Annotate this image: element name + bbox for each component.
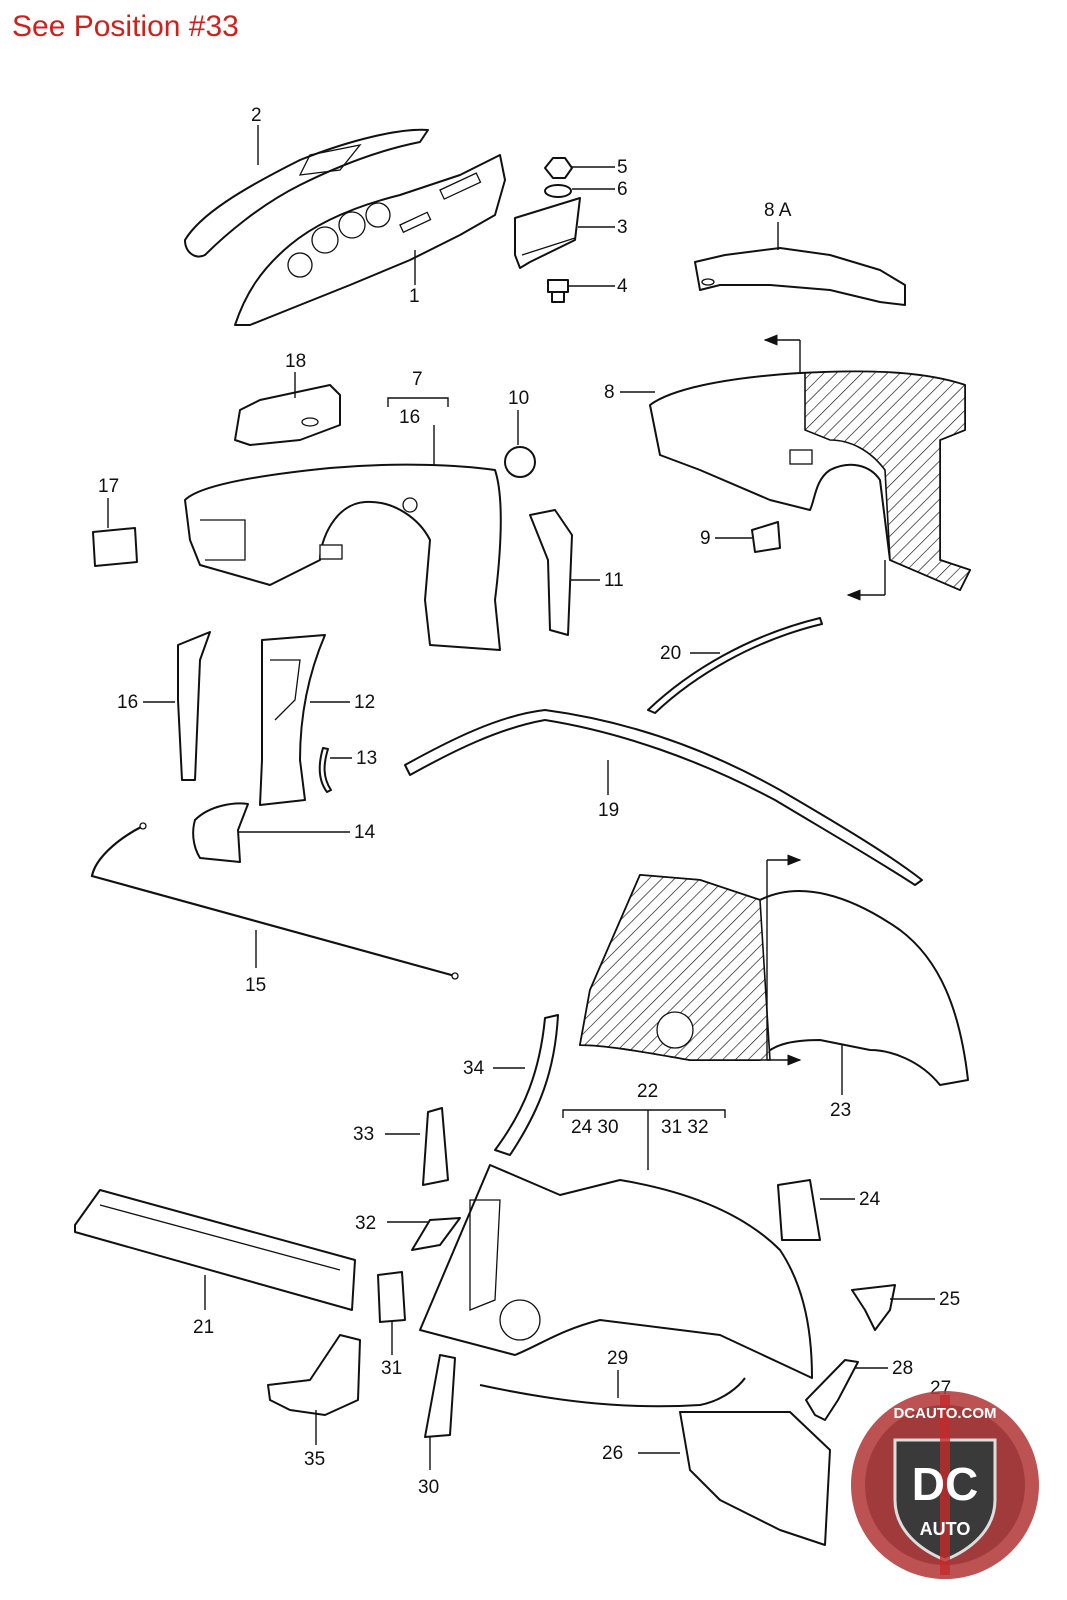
part-31-bracket [377, 1271, 406, 1323]
part-17-plate [92, 527, 138, 567]
part-14-cover [192, 802, 249, 863]
label-31: 31 [381, 1358, 402, 1379]
label-14: 14 [354, 822, 376, 843]
label-15: 15 [245, 975, 266, 996]
label-11: 11 [604, 570, 624, 591]
label-35: 35 [304, 1449, 325, 1470]
label-29: 29 [607, 1348, 628, 1369]
label-4: 4 [617, 276, 628, 297]
label-16-left: 16 [117, 692, 138, 713]
label-22-sub-a: 24 30 [571, 1117, 619, 1138]
part-22-rear-wheel-housing [419, 1164, 813, 1379]
label-13: 13 [356, 748, 377, 769]
label-3: 3 [617, 217, 628, 238]
part-20-strip [647, 617, 823, 714]
part-18-bracket [234, 384, 341, 446]
part-4-bolt [547, 279, 569, 303]
part-35-bracket [267, 1334, 361, 1416]
part-8a-crossmember [694, 247, 906, 306]
part-9-clip [751, 521, 781, 553]
watermark-initials: DC [912, 1458, 978, 1510]
label-19: 19 [598, 800, 619, 821]
part-15-cable [90, 822, 459, 980]
label-33: 33 [353, 1124, 374, 1145]
part-21-rocker-panel [74, 1189, 356, 1311]
dcauto-watermark-logo: DCAUTO.COM DC AUTO [851, 1391, 1039, 1579]
label-8a: 8 A [764, 200, 792, 221]
part-16-inner-wheel-housing [184, 463, 502, 651]
part-1-instrument-panel [234, 154, 506, 326]
part-11-brace [529, 509, 573, 636]
label-18: 18 [285, 351, 306, 372]
label-12: 12 [354, 692, 375, 713]
see-position-note: See Position #33 [12, 10, 239, 43]
label-22-sub-b: 31 32 [661, 1117, 709, 1138]
part-29-cable [479, 1377, 746, 1408]
part-23-rear-quarter-panel [579, 874, 969, 1086]
label-22: 22 [637, 1081, 658, 1102]
label-34: 34 [463, 1058, 485, 1079]
label-8: 8 [604, 382, 615, 403]
watermark-site: DCAUTO.COM [893, 1405, 996, 1422]
label-20: 20 [660, 643, 681, 664]
part-10-plug [504, 446, 536, 478]
label-9: 9 [700, 528, 711, 549]
label-16-top: 16 [399, 407, 420, 428]
part-3-bracket [514, 197, 581, 269]
label-26: 26 [602, 1443, 623, 1464]
label-32: 32 [355, 1213, 376, 1234]
watermark-word: AUTO [920, 1519, 971, 1539]
part-16-reinforcement [177, 631, 211, 781]
part-25-bracket [851, 1284, 896, 1331]
part-8-inner-fender-assembly [649, 370, 972, 592]
label-6: 6 [617, 179, 628, 200]
label-2: 2 [251, 105, 262, 126]
label-17: 17 [98, 476, 119, 497]
part-12-pillar [259, 634, 326, 806]
label-24: 24 [859, 1189, 881, 1210]
part-34-pillar-trim [494, 1014, 559, 1156]
label-7: 7 [412, 369, 423, 390]
part-33-gusset [422, 1107, 449, 1186]
part-26-bracket-assembly [679, 1411, 831, 1546]
label-23: 23 [830, 1100, 851, 1121]
part-32-bracket [411, 1217, 461, 1251]
label-28: 28 [892, 1358, 913, 1379]
part-19-roof-rail [404, 709, 923, 886]
part-2-dash-top [184, 128, 429, 258]
part-24-clip [777, 1179, 821, 1241]
part-30-trim [424, 1354, 456, 1438]
part-13-strip [318, 747, 332, 793]
label-5: 5 [617, 157, 628, 178]
label-1: 1 [409, 286, 420, 307]
label-10: 10 [508, 388, 529, 409]
part-6-washer [544, 184, 572, 198]
part-5-nut [544, 157, 573, 179]
label-25: 25 [939, 1289, 960, 1310]
label-21: 21 [193, 1317, 214, 1338]
label-30: 30 [418, 1477, 439, 1498]
leader-lines [107, 125, 935, 1470]
part-28-bracket [805, 1359, 859, 1421]
